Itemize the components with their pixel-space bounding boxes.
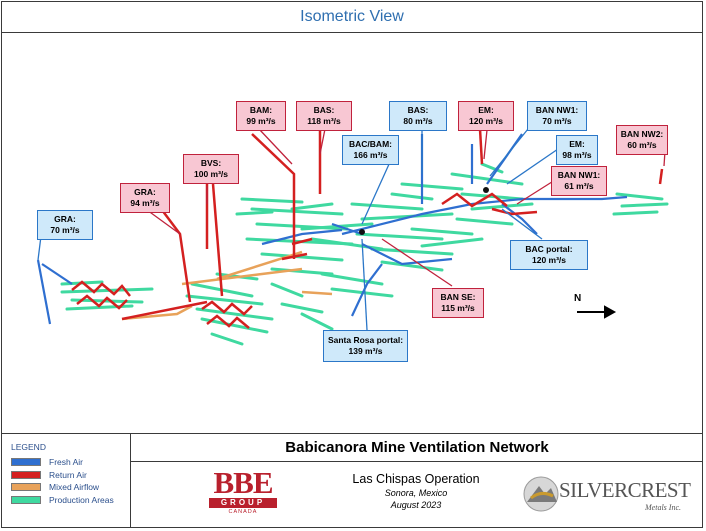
flow-label-em-f: EM:98 m³/s <box>556 135 598 165</box>
bbe-logo: BBE GROUP CANADA <box>209 465 277 524</box>
flow-label-bacportal: BAC portal:120 m³/s <box>510 240 588 270</box>
flow-label-name: EM: <box>478 105 494 115</box>
flow-label-name: EM: <box>569 139 585 149</box>
flow-label-value: 120 m³/s <box>468 116 504 126</box>
flow-label-banse: BAN SE:115 m³/s <box>432 288 484 318</box>
flow-label-value: 100 m³/s <box>193 169 229 179</box>
legend-label: Fresh Air <box>49 457 84 468</box>
flow-label-bannw1-f: BAN NW1:70 m³/s <box>527 101 587 131</box>
flow-label-value: 99 m³/s <box>246 116 276 126</box>
flow-label-gra: GRA:94 m³/s <box>120 183 170 213</box>
flow-label-bas-r: BAS:118 m³/s <box>296 101 352 131</box>
view-title: Isometric View <box>1 1 703 33</box>
legend-item-fresh: Fresh Air <box>11 456 130 469</box>
flow-label-name: BAN SE: <box>440 292 476 302</box>
flow-label-name: BAM: <box>249 105 273 115</box>
north-label: N <box>574 293 582 304</box>
footer: LEGEND Fresh Air Return Air Mixed Airflo… <box>1 433 703 528</box>
flow-label-name: BAS: <box>407 105 429 115</box>
flow-label-name: BAN NW2: <box>620 129 664 139</box>
flow-label-gra-w: GRA:70 m³/s <box>37 210 93 240</box>
production-swatch <box>11 495 41 504</box>
flow-label-value: 94 m³/s <box>130 198 160 208</box>
flow-label-name: BAC/BAM: <box>349 139 392 149</box>
flow-label-name: GRA: <box>134 187 156 197</box>
bbe-logo-text: BBE <box>213 465 273 500</box>
flow-label-value: 120 m³/s <box>531 255 567 265</box>
flow-label-value: 118 m³/s <box>307 116 341 126</box>
flow-label-em-r: EM:120 m³/s <box>458 101 514 131</box>
mixed-airflow <box>121 250 333 321</box>
bbe-logo-group: GROUP <box>209 498 277 508</box>
flow-label-bam: BAM:99 m³/s <box>236 101 286 131</box>
flow-label-name: BAN NW1: <box>557 170 601 180</box>
leader-lines <box>37 128 666 331</box>
operation-location: Sonora, Mexico <box>384 488 448 498</box>
operation-name: Las Chispas Operation <box>352 472 480 486</box>
legend: LEGEND Fresh Air Return Air Mixed Airflo… <box>1 434 131 528</box>
legend-item-mixed: Mixed Airflow <box>11 481 130 494</box>
return-swatch <box>11 470 41 479</box>
ventilation-network-diagram <box>36 128 669 346</box>
flow-label-bvs: BVS:100 m³/s <box>183 154 239 184</box>
mixed-swatch <box>11 483 41 492</box>
flow-label-value: 70 m³/s <box>542 116 572 126</box>
bbe-logo-country: CANADA <box>228 509 258 515</box>
operation-info: Las Chispas Operation Sonora, Mexico Aug… <box>301 472 531 510</box>
flow-label-name: BAN NW1: <box>535 105 579 115</box>
silvercrest-emblem-icon <box>523 476 559 512</box>
silvercrest-logo-sub: Metals Inc. <box>645 503 681 512</box>
legend-item-return: Return Air <box>11 469 130 482</box>
location-markers <box>359 187 489 235</box>
flow-label-value: 98 m³/s <box>562 150 592 160</box>
flow-label-name: Santa Rosa portal: <box>327 335 404 345</box>
fresh-swatch <box>11 458 41 467</box>
flow-label-name: BVS: <box>200 158 222 168</box>
flow-label-name: BAC portal: <box>525 244 573 254</box>
flow-label-name: BAS: <box>313 105 335 115</box>
production-areas <box>60 162 669 346</box>
legend-item-production: Production Areas <box>11 494 130 507</box>
flow-label-value: 60 m³/s <box>627 140 657 150</box>
flow-label-value: 139 m³/s <box>348 346 383 356</box>
flow-label-value: 80 m³/s <box>403 116 433 126</box>
flow-label-name: GRA: <box>54 214 76 224</box>
flow-label-bannw2: BAN NW2:60 m³/s <box>616 125 668 155</box>
flow-label-value: 115 m³/s <box>441 303 475 313</box>
flow-label-value: 61 m³/s <box>564 181 594 191</box>
flow-label-value: 70 m³/s <box>50 225 80 235</box>
operation-date: August 2023 <box>390 500 442 510</box>
flow-label-bannw1-r: BAN NW1:61 m³/s <box>551 166 607 196</box>
legend-label: Mixed Airflow <box>49 482 100 493</box>
legend-title: LEGEND <box>11 442 46 452</box>
north-arrow <box>577 305 617 319</box>
flow-label-bacbam: BAC/BAM:166 m³/s <box>342 135 399 165</box>
network-title: Babicanora Mine Ventilation Network <box>131 434 703 462</box>
legend-label: Production Areas <box>49 494 114 505</box>
legend-label: Return Air <box>49 469 87 480</box>
flow-label-bas-f: BAS:80 m³/s <box>389 101 447 131</box>
silvercrest-logo: SILVERCREST Metals Inc. <box>521 470 701 520</box>
flow-label-santarosa: Santa Rosa portal:139 m³/s <box>323 330 408 362</box>
flow-label-value: 166 m³/s <box>353 150 388 160</box>
silvercrest-logo-text: SILVERCREST <box>559 478 691 502</box>
